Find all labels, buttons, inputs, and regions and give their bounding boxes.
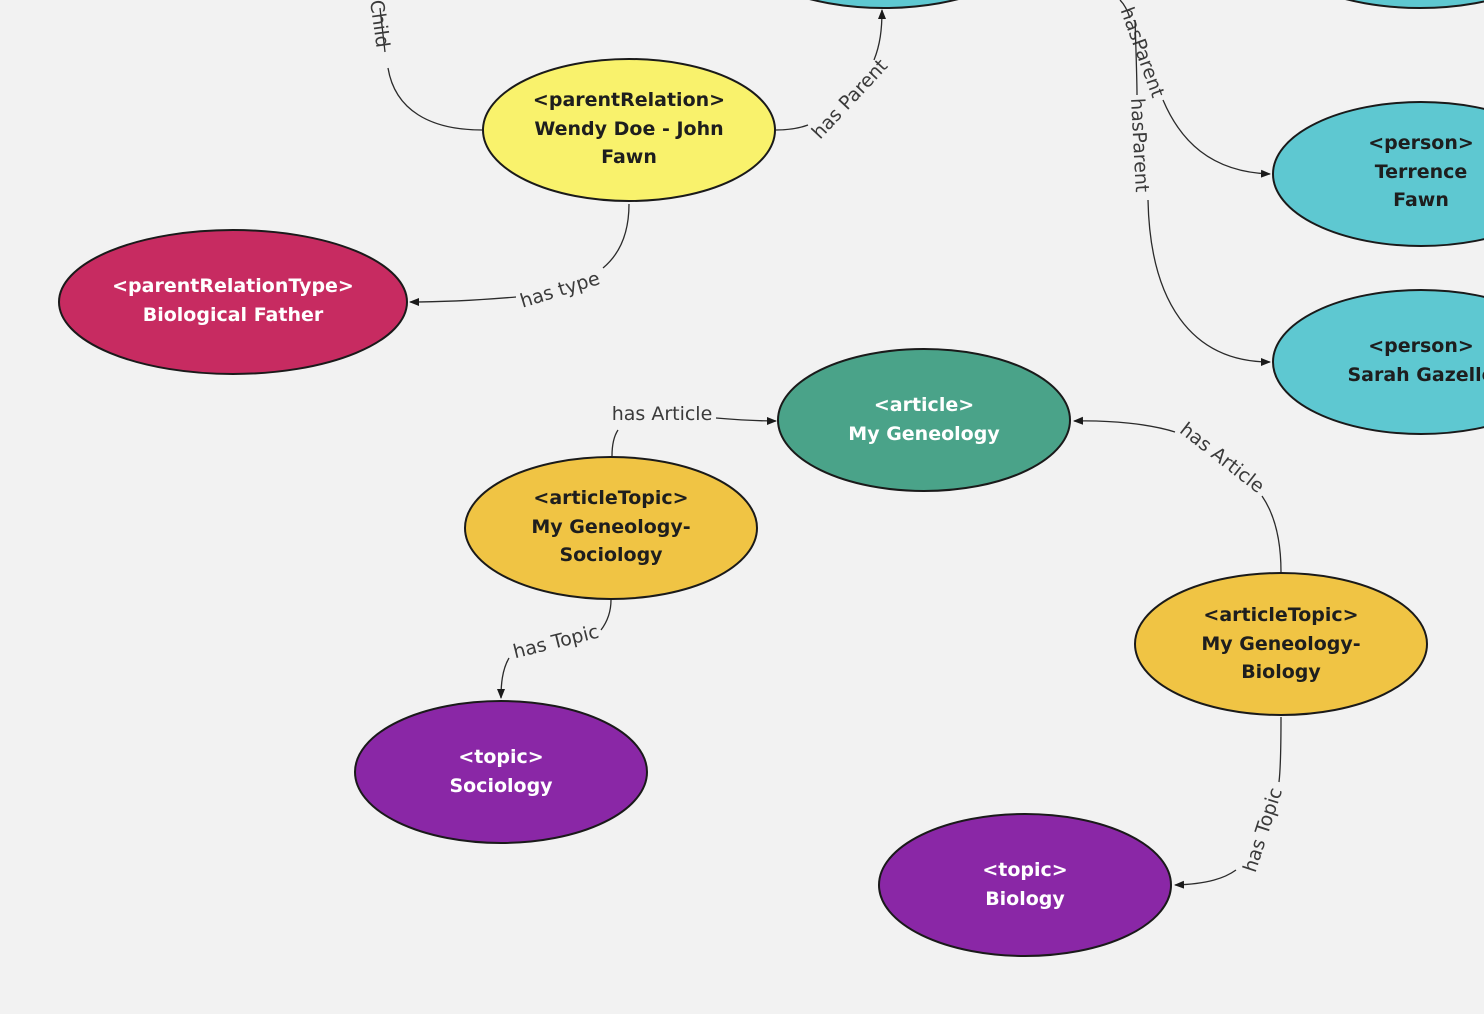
- node-person-sarah[interactable]: <person> Sarah Gazelle: [1272, 289, 1484, 435]
- edge-label-has-parent: has Parent: [808, 55, 893, 143]
- edge-label-has-type: has type: [518, 267, 603, 312]
- node-parent-relation[interactable]: <parentRelation> Wendy Doe - John Fawn: [482, 58, 776, 202]
- node-name-line: My Geneology-: [1201, 633, 1360, 655]
- node-type-label: <person>: [1368, 335, 1474, 357]
- edge-label-has-parent-sarah: hasParent: [1126, 97, 1153, 192]
- node-name-line: Fawn: [1393, 189, 1449, 211]
- node-name-line: Biology: [1241, 661, 1321, 683]
- edge-has-parent: has Parent: [775, 9, 893, 143]
- node-type-label: <topic>: [458, 746, 543, 768]
- node-type-label: <person>: [1368, 132, 1474, 154]
- node-name-line: Fawn: [601, 146, 657, 168]
- edge-has-child: Child: [365, 0, 483, 131]
- node-parent-relation-type[interactable]: <parentRelationType> Biological Father: [58, 229, 408, 375]
- node-offscreen-top-center[interactable]: [734, 0, 1034, 9]
- node-type-label: <topic>: [982, 859, 1067, 881]
- edge-has-article-biology: has Article: [1073, 416, 1282, 573]
- node-name-line: Sarah Gazelle: [1347, 364, 1484, 386]
- node-name-line: Biology: [985, 888, 1065, 910]
- node-type-label: <parentRelation>: [533, 89, 725, 111]
- edge-label-has-article-sociology: has Article: [612, 403, 713, 425]
- node-name-line: My Geneology: [848, 423, 1000, 445]
- node-name-line: My Geneology-: [531, 516, 690, 538]
- node-name-line: Sociology: [559, 544, 663, 566]
- node-name-line: Biological Father: [143, 304, 324, 326]
- node-article-topic-sociology[interactable]: <articleTopic> My Geneology- Sociology: [464, 456, 758, 600]
- edge-has-article-sociology: has Article: [611, 403, 777, 457]
- edge-label-has-topic-biology: has Topic: [1239, 785, 1287, 875]
- edge-has-topic-biology: has Topic: [1174, 716, 1287, 889]
- node-topic-sociology[interactable]: <topic> Sociology: [354, 700, 648, 844]
- node-type-label: <articleTopic>: [1203, 604, 1358, 626]
- node-name-line: Sociology: [449, 775, 553, 797]
- edge-label-has-child: Child: [365, 0, 393, 49]
- edge-label-has-topic-sociology: has Topic: [511, 621, 601, 663]
- node-name-line: Wendy Doe - John: [534, 118, 723, 140]
- node-offscreen-top-right[interactable]: [1270, 0, 1484, 9]
- node-type-label: <parentRelationType>: [112, 275, 354, 297]
- node-person-terrence[interactable]: <person> Terrence Fawn: [1272, 101, 1484, 247]
- edge-has-parent-sarah: hasParent: [1126, 19, 1271, 366]
- edge-label-has-parent-terrence: hasParent: [1116, 4, 1169, 100]
- node-name-line: Terrence: [1375, 161, 1468, 183]
- edge-has-type: has type: [409, 203, 630, 313]
- node-article[interactable]: <article> My Geneology: [777, 348, 1071, 492]
- node-article-topic-biology[interactable]: <articleTopic> My Geneology- Biology: [1134, 572, 1428, 716]
- node-topic-biology[interactable]: <topic> Biology: [878, 813, 1172, 957]
- edge-has-topic-sociology: has Topic: [497, 599, 612, 699]
- node-type-label: <article>: [874, 394, 974, 416]
- node-type-label: <articleTopic>: [533, 487, 688, 509]
- edge-label-has-article-biology: has Article: [1176, 418, 1269, 497]
